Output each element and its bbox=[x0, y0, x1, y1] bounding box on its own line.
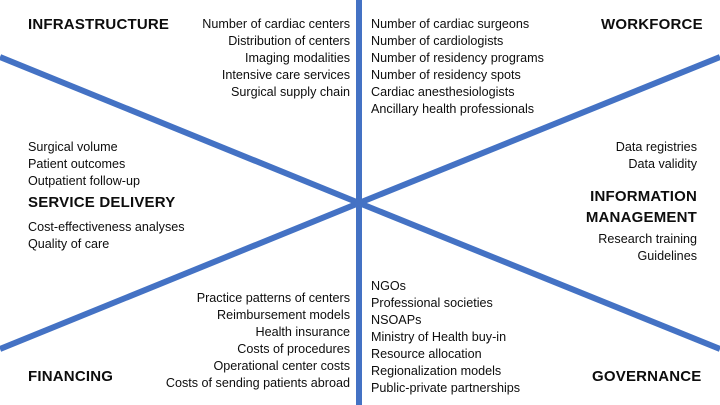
list-information-management-above: Data registries Data validity bbox=[615, 140, 697, 171]
list-service-delivery-below: Cost-effectiveness analyses Quality of c… bbox=[28, 220, 185, 251]
heading-information-management: INFORMATION MANAGEMENT bbox=[585, 188, 697, 226]
heading-service-delivery: SERVICE DELIVERY bbox=[28, 194, 176, 211]
heading-governance: GOVERNANCE bbox=[592, 368, 702, 385]
heading-infrastructure: INFRASTRUCTURE bbox=[28, 16, 170, 33]
list-financing: Practice patterns of centers Reimburseme… bbox=[165, 291, 350, 390]
list-governance: NGOs Professional societies NSOAPs Minis… bbox=[371, 279, 521, 395]
heading-workforce: WORKFORCE bbox=[601, 16, 703, 33]
list-service-delivery-above: Surgical volume Patient outcomes Outpati… bbox=[28, 140, 141, 188]
list-infrastructure: Number of cardiac centers Distribution o… bbox=[202, 17, 350, 99]
heading-financing: FINANCING bbox=[28, 368, 114, 385]
list-information-management-below: Research training Guidelines bbox=[598, 232, 697, 263]
list-workforce: Number of cardiac surgeons Number of car… bbox=[371, 17, 544, 116]
